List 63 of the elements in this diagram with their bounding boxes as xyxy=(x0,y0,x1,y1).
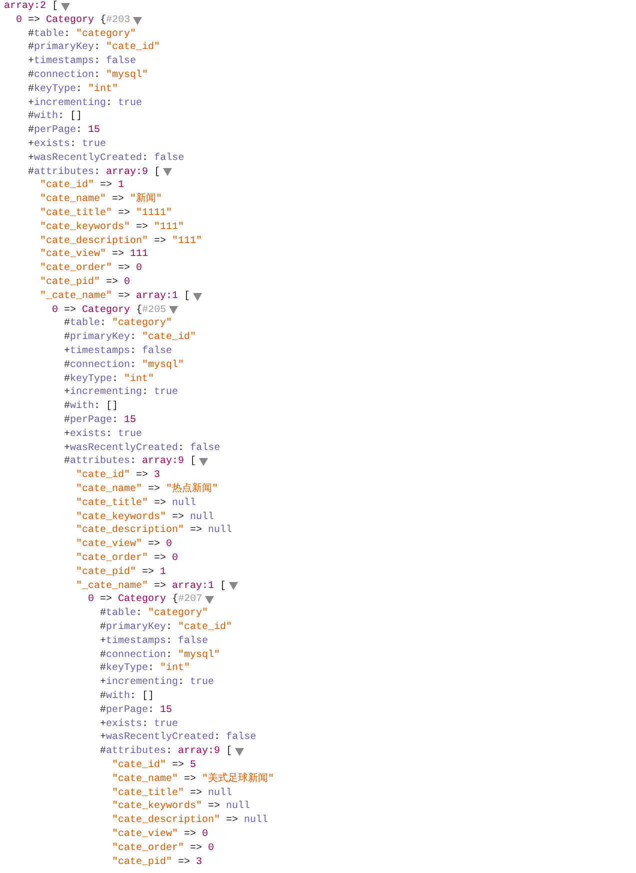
code-line: +incrementing: true xyxy=(28,96,142,110)
code-line: "cate_id" => 1 xyxy=(40,179,124,194)
code-line: +timestamps: false xyxy=(28,55,136,69)
code-line: "cate_keywords" => null xyxy=(76,510,214,524)
code-line: "cate_title" => "1111" xyxy=(40,207,172,221)
code-line: #primaryKey: "cate_id" xyxy=(64,331,196,345)
code-line: "cate_pid" => 0 xyxy=(40,276,130,290)
code-line: +wasRecentlyCreated: false xyxy=(28,152,184,166)
code-line: "cate_order" => 0 xyxy=(76,552,178,566)
code-line: #connection: "mysql" xyxy=(64,358,184,373)
code-line: +exists: true xyxy=(64,428,142,442)
code-line: "cate_pid" => 1 xyxy=(76,566,166,580)
code-line: "cate_view" => 0 xyxy=(76,538,172,552)
code-line: #primaryKey: "cate_id" xyxy=(28,41,160,56)
code-line: #keyType: "int" xyxy=(100,662,190,676)
code-line: #connection: "mysql" xyxy=(28,69,148,83)
code-line: +timestamps: false xyxy=(64,345,172,359)
code-line: 0 => Category {#203 xyxy=(16,14,130,28)
code-line: "cate_view" => 111 xyxy=(40,248,148,262)
code-line: +exists: true xyxy=(28,138,106,152)
code-line: +exists: true xyxy=(100,718,178,732)
code-line: "cate_description" => null xyxy=(112,814,268,828)
code-line: +incrementing: true xyxy=(64,386,178,400)
code-line: "cate_id" => 3 xyxy=(76,469,160,483)
code-line: #perPage: 15 xyxy=(100,704,172,718)
code-line: "cate_keywords" => "111" xyxy=(40,220,184,235)
code-line: #perPage: 15 xyxy=(28,124,100,138)
code-line: 0 => Category {#205 xyxy=(52,304,166,318)
code-line: +wasRecentlyCreated: false xyxy=(64,442,220,456)
code-line: #primaryKey: "cate_id" xyxy=(100,621,232,635)
code-line: "cate_name" => "热点新闻" xyxy=(76,483,218,497)
code-line: 0 => Category {#207 xyxy=(88,593,202,608)
code-line: "_cate_name" => array:1 [ xyxy=(40,290,190,304)
code-line: array:2 [ xyxy=(4,0,58,14)
code-line: +wasRecentlyCreated: false xyxy=(100,731,256,746)
code-line: "cate_keywords" => null xyxy=(112,800,250,814)
code-line: "cate_order" => 0 xyxy=(40,262,142,276)
code-line: #attributes: array:9 [ xyxy=(28,166,160,180)
code-line: "cate_view" => 0 xyxy=(112,828,208,842)
code-line: +incrementing: true xyxy=(100,676,214,690)
code-line: "cate_name" => "美式足球新闻" xyxy=(112,772,274,787)
code-line: #perPage: 15 xyxy=(64,414,136,428)
code-line: #with: [] xyxy=(100,690,154,704)
code-line: #table: "category" xyxy=(64,317,172,332)
code-line: "_cate_name" => array:1 [ xyxy=(76,580,226,594)
code-line: #connection: "mysql" xyxy=(100,648,220,662)
code-line: #with: [] xyxy=(64,400,118,414)
code-line: "cate_id" => 5 xyxy=(112,759,196,773)
code-line: "cate_order" => 0 xyxy=(112,842,214,856)
code-line: #keyType: "int" xyxy=(64,372,154,386)
code-line: #table: "category" xyxy=(28,28,136,42)
code-line: #with: [] xyxy=(28,110,82,124)
code-line: #keyType: "int" xyxy=(28,82,118,97)
code-line: "cate_description" => null xyxy=(76,524,232,538)
code-line: "cate_pid" => 3 xyxy=(112,856,202,870)
code-line: +timestamps: false xyxy=(100,634,208,649)
code-line: "cate_description" => "111" xyxy=(40,234,202,248)
code-line: #attributes: array:9 [ xyxy=(64,455,196,470)
code-line: "cate_title" => null xyxy=(112,786,232,800)
code-line: "cate_name" => "新闻" xyxy=(40,193,162,207)
code-line: "cate_title" => null xyxy=(76,496,196,511)
code-line: #table: "category" xyxy=(100,607,208,621)
code-line: #attributes: array:9 [ xyxy=(100,745,232,759)
